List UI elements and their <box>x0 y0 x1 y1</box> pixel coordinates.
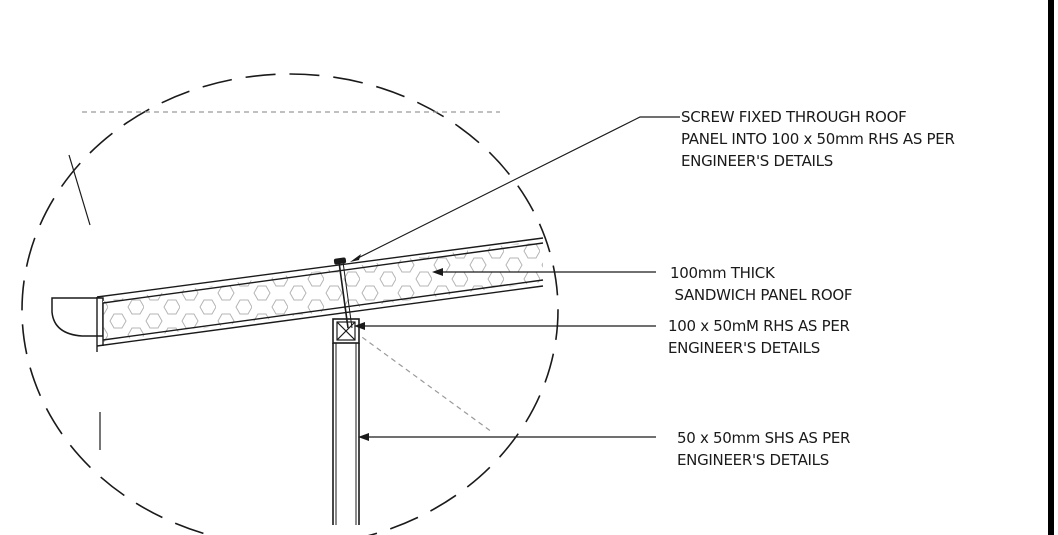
leader-shs <box>358 433 656 441</box>
shs-annotation-line-1: 50 x 50mm SHS AS PER <box>677 429 851 447</box>
shs-post <box>332 343 360 525</box>
panel-annotation-line-2: SANDWICH PANEL ROOF <box>670 286 853 304</box>
screw-annotation-line-3: ENGINEER'S DETAILS <box>681 152 833 170</box>
leader-screw <box>350 116 680 262</box>
panel-annotation: 100mm THICK SANDWICH PANEL ROOF <box>670 262 853 306</box>
sandwich-panel-roof <box>96 237 544 352</box>
wall-line-left <box>68 154 91 226</box>
shs-annotation: 50 x 50mm SHS AS PER ENGINEER'S DETAILS <box>677 427 850 471</box>
screw-annotation-line-2: PANEL INTO 100 x 50mm RHS AS PER <box>681 130 955 148</box>
screw-annotation: SCREW FIXED THROUGH ROOF PANEL INTO 100 … <box>681 106 955 172</box>
rhs-beam-section <box>332 318 360 344</box>
shs-annotation-line-2: ENGINEER'S DETAILS <box>677 451 829 469</box>
panel-annotation-line-1: 100mm THICK <box>670 264 775 282</box>
hidden-line-diagonal <box>354 331 493 433</box>
sheet-border-right <box>1048 0 1054 535</box>
gutter <box>51 297 104 337</box>
leader-rhs <box>354 322 656 330</box>
detail-circle <box>21 73 559 535</box>
leader-panel <box>432 268 656 276</box>
screw-annotation-line-1: SCREW FIXED THROUGH ROOF <box>681 108 907 126</box>
screw-fixing <box>333 257 353 329</box>
rhs-annotation-line-1: 100 x 50mM RHS AS PER <box>668 317 850 335</box>
rhs-annotation-line-2: ENGINEER'S DETAILS <box>668 339 820 357</box>
rhs-annotation: 100 x 50mM RHS AS PER ENGINEER'S DETAILS <box>668 315 850 359</box>
